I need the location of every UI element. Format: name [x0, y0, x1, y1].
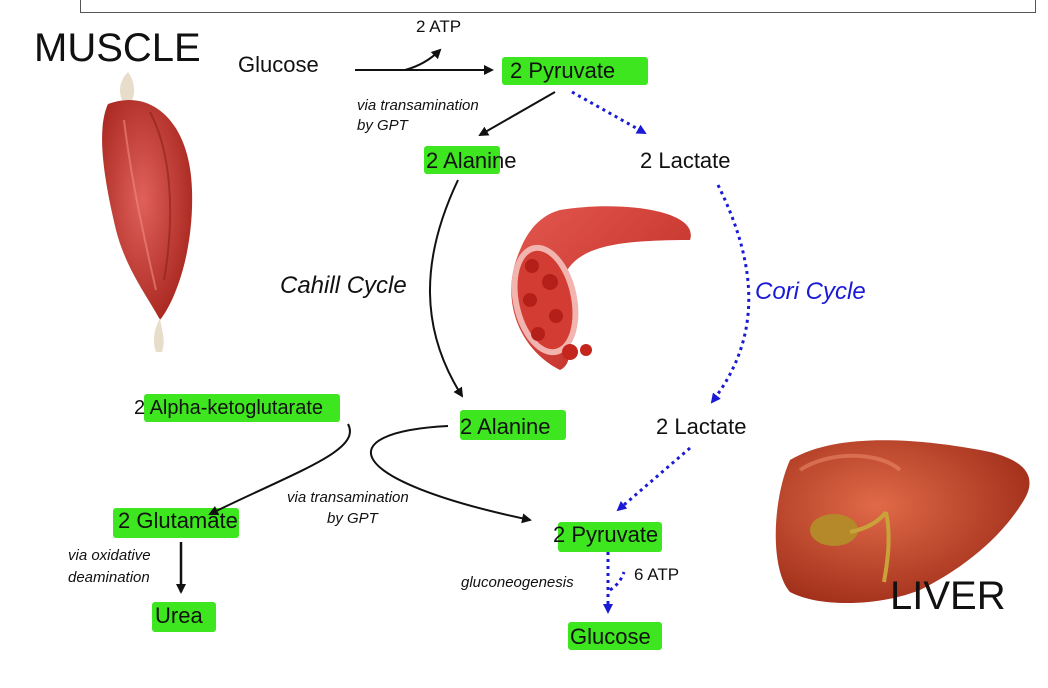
- label-alanine-liver: 2 Alanine: [460, 414, 551, 439]
- note-deamination-2: deamination: [68, 569, 150, 586]
- highlight-urea: [152, 602, 216, 632]
- label-alpha-ketoglutarate: 2 Alpha-ketoglutarate: [134, 397, 324, 419]
- highlight-pyruvate-liver: [558, 522, 662, 552]
- label-lactate-liver: 2 Lactate: [656, 414, 747, 439]
- label-pyruvate-muscle: 2 Pyruvate: [510, 58, 616, 83]
- label-cahill-cycle: Cahill Cycle: [280, 272, 407, 299]
- label-glutamate: 2 Glutamate: [118, 508, 238, 533]
- liver-illustration: [775, 440, 1030, 604]
- arrow-glucose-to-pyruvate: [355, 48, 494, 75]
- arrow-pyruvate-to-lactate: [571, 90, 647, 135]
- note-gluconeogenesis: gluconeogenesis: [461, 574, 574, 591]
- arrow-lactate-to-pyruvate: [616, 446, 691, 512]
- arrow-cori-cycle: [710, 184, 751, 404]
- top-frame: [80, 0, 1036, 13]
- muscle-illustration: [102, 72, 193, 352]
- label-glucose-liver: Glucose: [570, 624, 651, 649]
- label-alanine-muscle: 2 Alanine: [426, 148, 517, 173]
- arrow-akg-to-glutamate: [208, 423, 351, 515]
- highlight-alpha-kg: [144, 394, 340, 422]
- label-lactate-muscle: 2 Lactate: [640, 148, 731, 173]
- label-urea: Urea: [155, 603, 203, 628]
- liver-title: LIVER: [890, 574, 1006, 618]
- highlight-glucose-liver: [568, 622, 662, 650]
- note-deamination-1: via oxidative: [68, 547, 151, 564]
- highlight-pyruvate-muscle: [502, 57, 648, 85]
- highlight-alanine-liver: [460, 410, 566, 440]
- note-transamination-muscle-2: by GPT: [357, 117, 408, 134]
- arrow-alanine-to-pyruvate: [370, 425, 532, 524]
- note-transamination-liver-2: by GPT: [327, 510, 378, 527]
- note-transamination-liver-1: via transamination: [287, 489, 409, 506]
- arrow-cahill-cycle: [429, 179, 464, 398]
- blood-vessel-illustration: [511, 206, 691, 370]
- arrow-pyruvate-to-alanine: [478, 91, 556, 136]
- label-6-atp: 6 ATP: [634, 565, 680, 584]
- label-cori-cycle: Cori Cycle: [755, 278, 866, 305]
- arrow-pyruvate-to-glucose: [603, 552, 626, 614]
- label-glucose-muscle: Glucose: [238, 52, 319, 77]
- note-transamination-muscle-1: via transamination: [357, 97, 479, 114]
- highlight-alanine-muscle: [424, 146, 500, 174]
- label-pyruvate-liver: 2 Pyruvate: [553, 522, 659, 547]
- label-2-atp: 2 ATP: [416, 17, 462, 36]
- muscle-title: MUSCLE: [34, 26, 201, 70]
